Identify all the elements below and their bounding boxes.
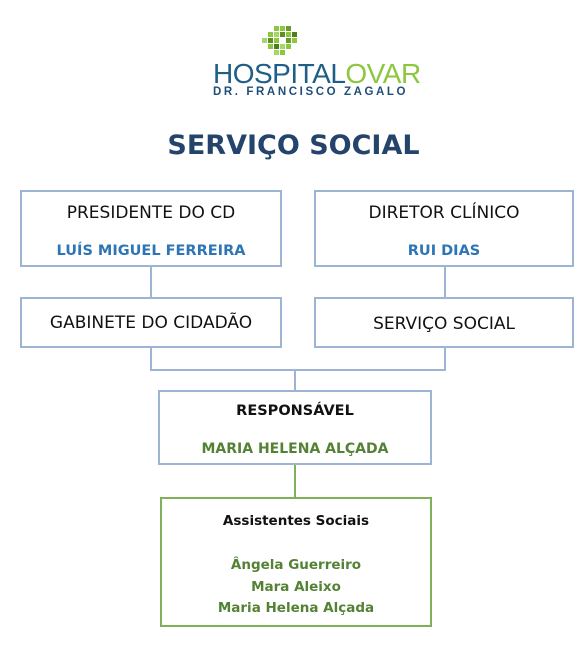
connector-diretor-servico: [444, 266, 446, 298]
box-diretor: DIRETOR CLÍNICO RUI DIAS: [314, 190, 574, 267]
box-servico-title: SERVIÇO SOCIAL: [373, 314, 515, 334]
logo-hospital-text: HOSPITAL: [213, 58, 346, 89]
box-assistentes: Assistentes Sociais Ângela Guerreiro Mar…: [160, 497, 432, 627]
connector-to-responsavel: [294, 369, 296, 391]
assistente-member: Ângela Guerreiro: [230, 557, 362, 573]
logo-subtitle: DR. FRANCISCO ZAGALO: [213, 86, 409, 98]
page-title: SERVIÇO SOCIAL: [167, 130, 420, 161]
logo-wordmark: HOSPITALOVAR: [213, 58, 421, 90]
assistentes-member-list: Ângela Guerreiro Mara Aleixo Maria Helen…: [162, 555, 430, 620]
connector-responsavel-assistentes: [294, 464, 296, 499]
assistente-member: Maria Helena Alçada: [217, 600, 375, 616]
box-gabinete-title: GABINETE DO CIDADÃO: [49, 313, 253, 333]
logo-pixel-icon: [262, 26, 297, 55]
connector-gabinete-down: [150, 347, 152, 370]
connector-servico-down: [444, 347, 446, 370]
box-responsavel-title: RESPONSÁVEL: [236, 403, 354, 419]
box-responsavel-name: MARIA HELENA ALÇADA: [201, 441, 389, 457]
box-gabinete: GABINETE DO CIDADÃO: [20, 297, 282, 348]
box-diretor-title: DIRETOR CLÍNICO: [368, 203, 520, 223]
connector-presidente-gabinete: [150, 266, 152, 298]
connector-horizontal: [150, 369, 446, 371]
hospital-logo: [210, 24, 400, 104]
logo-ovar-text: OVAR: [345, 58, 421, 89]
box-diretor-name: RUI DIAS: [407, 243, 481, 259]
box-responsavel: RESPONSÁVEL MARIA HELENA ALÇADA: [158, 390, 432, 465]
box-assistentes-title: Assistentes Sociais: [222, 513, 370, 529]
assistente-member: Mara Aleixo: [251, 578, 341, 595]
box-presidente-name: LUÍS MIGUEL FERREIRA: [56, 243, 246, 259]
box-servico-social: SERVIÇO SOCIAL: [314, 297, 574, 348]
box-presidente-title: PRESIDENTE DO CD: [66, 203, 236, 223]
box-presidente: PRESIDENTE DO CD LUÍS MIGUEL FERREIRA: [20, 190, 282, 267]
